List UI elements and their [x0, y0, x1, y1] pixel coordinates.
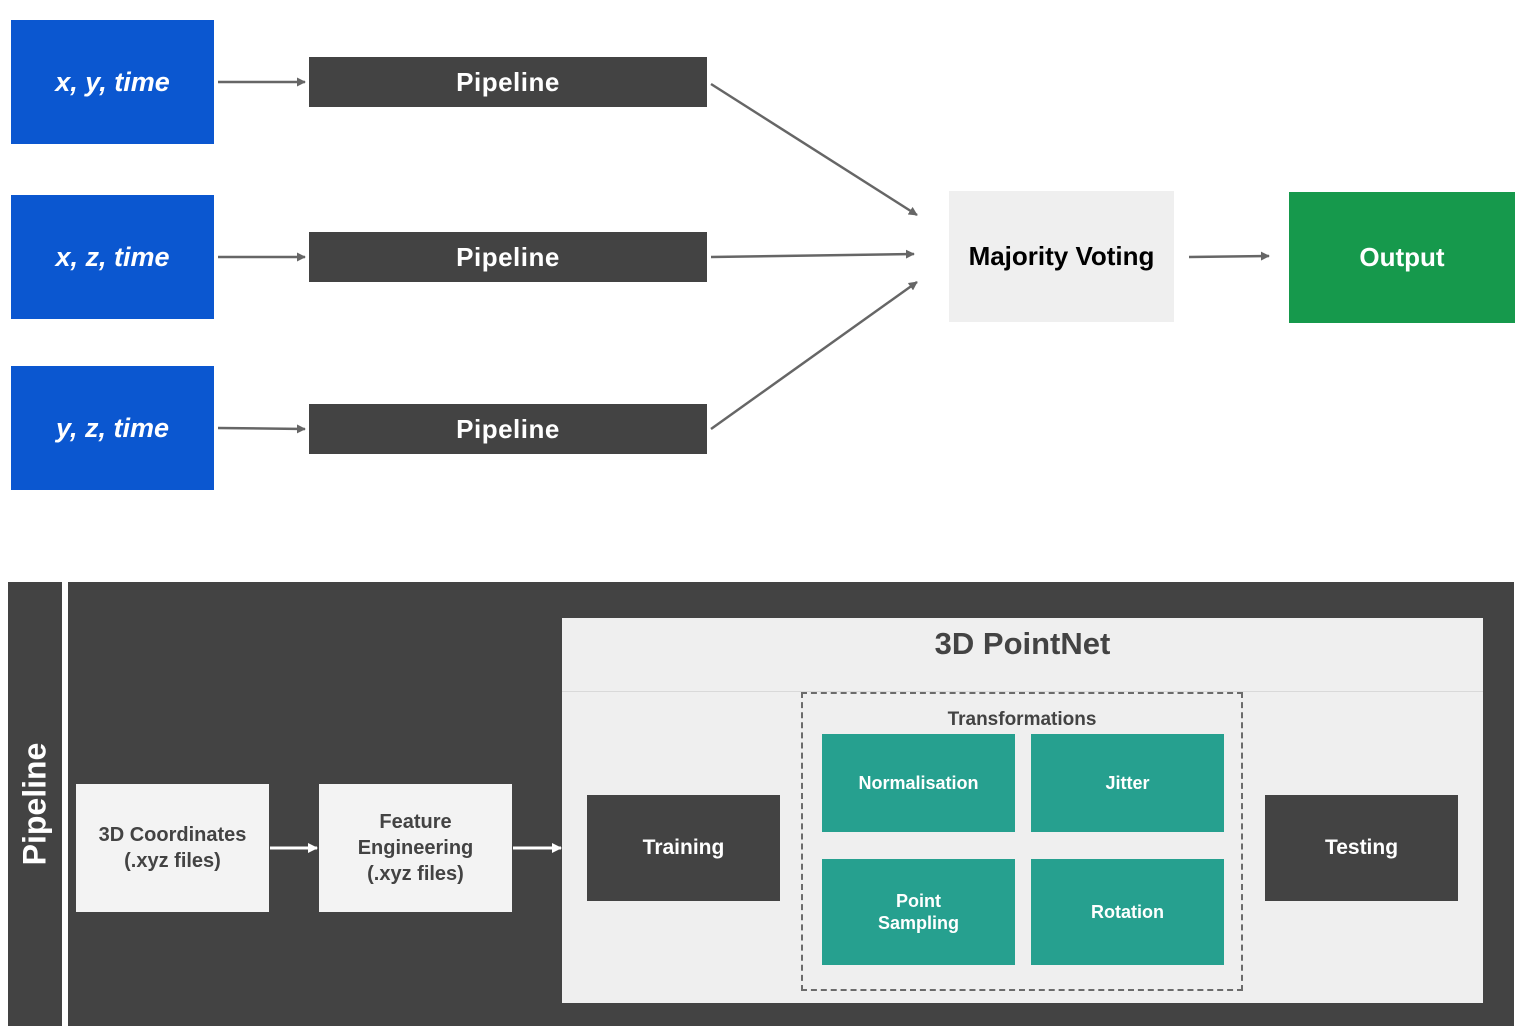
jitter-box: Jitter	[1031, 734, 1224, 832]
input-label: y, z, time	[55, 412, 170, 443]
input-label: x, z, time	[55, 241, 170, 272]
transformations-group	[801, 692, 1243, 991]
pointnet-divider	[562, 691, 1483, 692]
arrow-pipeline3-to-voting	[710, 280, 918, 431]
pipeline-label: Pipeline	[456, 66, 560, 97]
pipeline-box-3: Pipeline	[309, 404, 707, 454]
pipeline-box-2: Pipeline	[309, 232, 707, 282]
testing-box: Testing	[1265, 795, 1458, 901]
output-box: Output	[1289, 192, 1515, 323]
feature-engineering-box: Feature Engineering (.xyz files)	[319, 784, 512, 912]
arrow-voting-to-output	[1188, 251, 1270, 261]
arrow-pipeline2-to-voting	[710, 249, 915, 259]
coordinates-box: 3D Coordinates (.xyz files)	[76, 784, 269, 912]
training-box: Training	[587, 795, 780, 901]
pipeline-box-1: Pipeline	[309, 57, 707, 107]
normalisation-label: Normalisation	[858, 773, 979, 793]
transformations-title: Transformations	[947, 709, 1097, 730]
input-xz-time: x, z, time	[11, 195, 214, 319]
point-sampling-box: Point Sampling	[822, 859, 1015, 965]
training-label: Training	[642, 836, 725, 859]
pipeline-label: Pipeline	[456, 241, 560, 272]
majority-voting-label: Majority Voting	[968, 241, 1155, 271]
output-label: Output	[1359, 242, 1445, 272]
point-sampling-label: Point Sampling	[877, 891, 959, 933]
input-label: x, y, time	[55, 66, 170, 97]
testing-label: Testing	[1324, 836, 1399, 859]
majority-voting-box: Majority Voting	[949, 191, 1174, 322]
arrow-input3-to-pipeline	[217, 424, 306, 434]
input-xy-time: x, y, time	[11, 20, 214, 144]
feature-engineering-label: Feature Engineering (.xyz files)	[357, 811, 474, 885]
jitter-label: Jitter	[1105, 773, 1150, 793]
rotation-label: Rotation	[1091, 902, 1164, 922]
normalisation-box: Normalisation	[822, 734, 1015, 832]
pointnet-title: 3D PointNet	[934, 626, 1111, 661]
rotation-box: Rotation	[1031, 859, 1224, 965]
coordinates-label: 3D Coordinates (.xyz files)	[98, 824, 247, 872]
arrow-pipeline1-to-voting	[710, 82, 918, 217]
pipeline-side-bar	[8, 582, 62, 1026]
pipeline-label: Pipeline	[456, 413, 560, 444]
input-yz-time: y, z, time	[11, 366, 214, 490]
